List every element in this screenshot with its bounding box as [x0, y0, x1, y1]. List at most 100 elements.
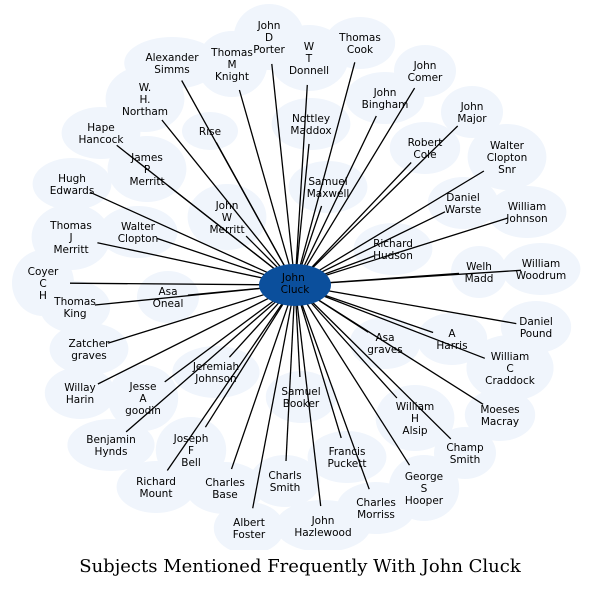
- node-label-line: Northam: [122, 106, 168, 118]
- edge-thomas-m-knight: [238, 89, 296, 286]
- node-label-line: Richard: [373, 238, 413, 250]
- node-label-line: H: [411, 413, 419, 425]
- node-halo: [107, 365, 179, 431]
- node-label-line: F: [188, 445, 194, 457]
- edge-hugh-edwards: [89, 191, 296, 286]
- edge-w-h-northam: [161, 119, 296, 286]
- node-label-line: C: [506, 363, 513, 375]
- node-label-line: Harin: [66, 394, 94, 406]
- node-label-line: T: [305, 53, 313, 65]
- edge-joseph-f-bell: [204, 284, 296, 428]
- node-label-line: C: [39, 278, 46, 290]
- node-label-line: Thomas: [53, 296, 96, 308]
- edge-thomas-cook: [294, 62, 356, 286]
- node-label-line: Nottley: [292, 113, 330, 125]
- node-halo: [98, 206, 178, 258]
- node-halo: [249, 455, 321, 507]
- node-label-line: Edwards: [50, 185, 95, 197]
- node-label-line: Thomas: [49, 220, 92, 232]
- edge-moeses-macray: [294, 284, 484, 405]
- edge-willay-harin: [97, 284, 296, 385]
- node-halo: [44, 367, 116, 419]
- node-halo: [467, 124, 547, 190]
- node-label-line: Zatcher: [69, 338, 111, 350]
- node-label-line: Willay: [64, 382, 96, 394]
- node-halo: [185, 462, 265, 514]
- node-halo: [32, 158, 112, 210]
- node-halo: [501, 243, 581, 295]
- node-label-line: D: [265, 32, 273, 44]
- node-label-line: Hynds: [95, 446, 128, 458]
- center-node: [259, 264, 331, 306]
- node-halo: [307, 431, 387, 483]
- edge-albert-foster: [252, 284, 296, 509]
- node-label-line: Thomas: [338, 32, 381, 44]
- node-label-line: John: [311, 515, 335, 527]
- node-halo: [116, 461, 196, 513]
- center-node-group: John Cluck: [259, 264, 331, 306]
- edge-rise: [215, 142, 296, 286]
- node-label-line: Hape: [87, 122, 114, 134]
- node-label-line: Maddox: [290, 125, 331, 137]
- node-label-line: Johnson: [505, 213, 547, 225]
- node-label-line: A: [448, 328, 456, 340]
- node-halo: [466, 335, 554, 401]
- node-label-line: John: [413, 60, 437, 72]
- node-label-line: J: [68, 232, 72, 244]
- node-label-line: King: [63, 308, 86, 320]
- node-label-line: Madd: [465, 273, 494, 285]
- node-label-line: Asa: [375, 332, 394, 344]
- node-label-line: W: [222, 212, 233, 224]
- node-label-line: Rise: [199, 126, 221, 138]
- node-halo: [49, 323, 129, 375]
- node-label-line: Walter: [490, 140, 525, 152]
- node-label-line: Samuel: [308, 176, 347, 188]
- node-label-line: Porter: [253, 44, 285, 56]
- node-label-line: M: [227, 59, 236, 71]
- node-label-line: Oneal: [153, 298, 184, 310]
- node-label-line: Merritt: [209, 224, 244, 236]
- node-label-line: Daniel: [446, 192, 479, 204]
- edge-william-johnson: [294, 217, 509, 286]
- edge-daniel-pound: [294, 284, 517, 325]
- node-label-line: Alsip: [402, 425, 427, 437]
- edge-walter-clopton-snr: [294, 170, 485, 286]
- node-halo: [345, 72, 425, 124]
- node-label-line: Charles: [356, 497, 396, 509]
- node-w-h-northam: W.H.Northam: [122, 82, 168, 118]
- node-label-line: Samuel: [281, 386, 320, 398]
- node-label-line: Jesse: [129, 381, 157, 393]
- edge-john-bingham: [294, 115, 377, 286]
- edge-charles-base: [230, 284, 296, 470]
- node-label-line: Walter: [121, 221, 156, 233]
- node-halo: [441, 86, 503, 138]
- node-label-line: Pound: [520, 328, 552, 340]
- node-label-line: graves: [367, 344, 403, 356]
- node-halo: [353, 223, 433, 275]
- node-label-line: Joseph: [173, 433, 209, 445]
- node-label-line: A: [139, 393, 147, 405]
- node-label-line: Major: [457, 113, 487, 125]
- node-label-line: Simms: [154, 64, 190, 76]
- diagram-caption: Subjects Mentioned Frequently With John …: [79, 556, 521, 577]
